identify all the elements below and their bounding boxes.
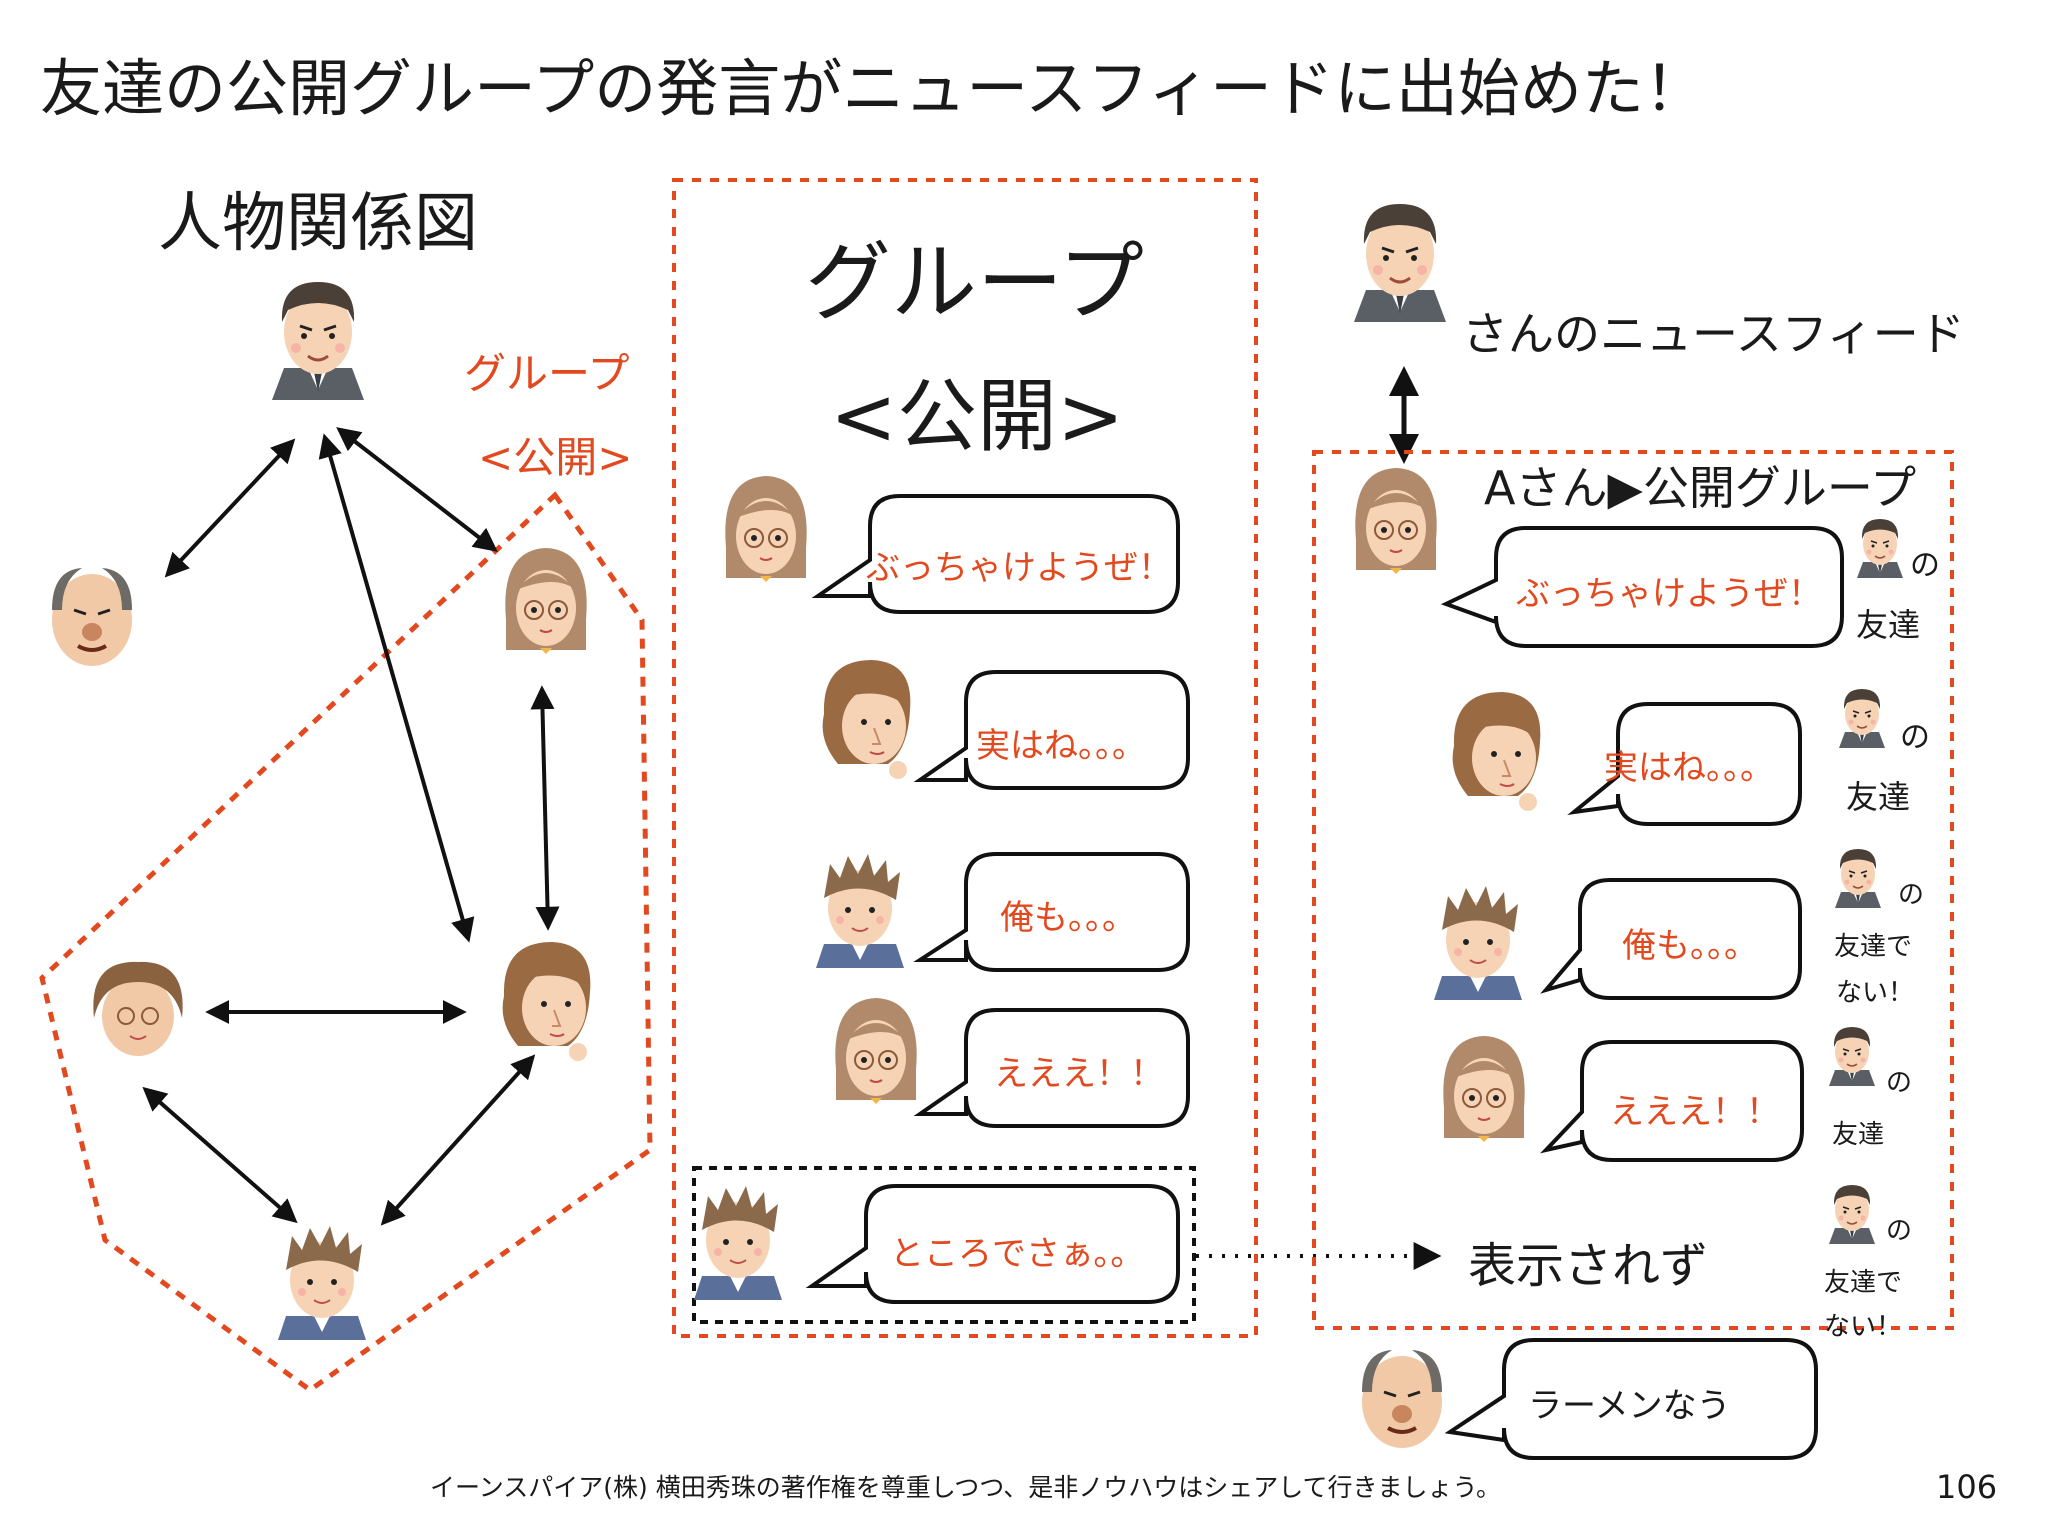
group-public-heading: <公開>: [830, 370, 1125, 463]
middle-message-5: ところでさぁ。。: [890, 1234, 1145, 1274]
middle-message-3: 俺も。。。: [1000, 898, 1136, 938]
page-number: 106: [1936, 1468, 1998, 1506]
friend-note-5-status: 友達で: [1824, 1268, 1903, 1298]
left-group-public-label: <公開>: [478, 433, 633, 482]
copyright-footer: イーンスパイア(株) 横田秀珠の著作権を尊重しつつ、是非ノウハウはシェアして行き…: [430, 1473, 1501, 1502]
middle-message-2: 実はね。。。: [976, 726, 1146, 766]
friend-note-2-no: の: [1900, 720, 1930, 755]
not-shown-label: 表示されず: [1468, 1238, 1709, 1294]
friend-note-3-status: 友達で: [1834, 932, 1913, 962]
friend-note-3-no: の: [1898, 880, 1925, 910]
middle-message-4: えええ！！: [994, 1054, 1164, 1094]
news-feed-title: さんのニュースフィード: [1462, 307, 1965, 361]
slide-title: 友達の公開グループの発言がニュースフィードに出始めた！: [40, 52, 1706, 125]
friend-note-3-extra: ない！: [1836, 978, 1915, 1008]
feed-message-1: ぶっちゃけようぜ！: [1516, 574, 1822, 614]
friend-note-4-status: 友達: [1832, 1120, 1885, 1150]
friend-note-1-status: 友達: [1856, 606, 1921, 644]
group-heading: グループ: [805, 233, 1144, 333]
public-group-title: Aさん▶公開グループ: [1484, 461, 1917, 515]
friend-note-2-status: 友達: [1846, 778, 1911, 816]
middle-message-1: ぶっちゃけようぜ！: [866, 548, 1172, 588]
friend-note-4-no: の: [1886, 1068, 1913, 1098]
friend-note-1-no: の: [1910, 548, 1940, 583]
friend-note-5-no: の: [1886, 1216, 1913, 1246]
feed-message-3: 俺も。。。: [1622, 926, 1758, 966]
feed-message-2: 実はね。。。: [1604, 748, 1774, 788]
ramen-message: ラーメンなう: [1528, 1386, 1731, 1426]
friend-note-5-extra: ない！: [1824, 1312, 1903, 1342]
left-group-label: グループ: [464, 349, 630, 398]
relationship-heading: 人物関係図: [158, 187, 478, 261]
feed-message-4: えええ！！: [1610, 1092, 1780, 1132]
